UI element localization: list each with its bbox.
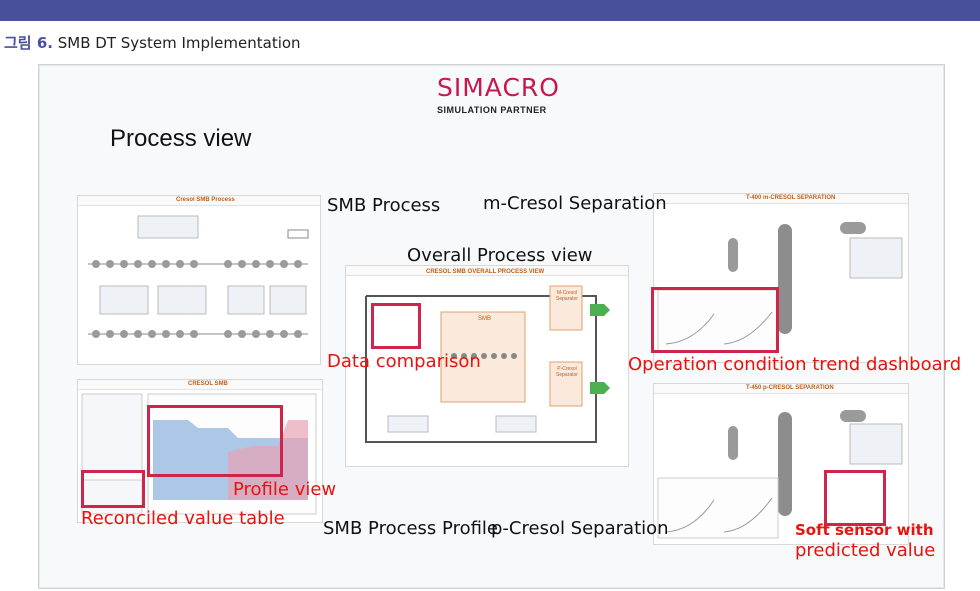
smb-block-label: SMB <box>478 316 492 322</box>
brand-tagline: SIMULATION PARTNER <box>437 105 547 115</box>
reconciled-table-highlight <box>81 470 145 508</box>
label-smb-process: SMB Process <box>327 195 441 216</box>
thumbnail-title: T-400 m-CRESOL SEPARATION <box>746 195 836 201</box>
overall-process-thumbnail: CRESOL SMB OVERALL PROCESS VIEW SMB M-Cr… <box>345 265 629 467</box>
trend-dashboard-highlight <box>651 287 779 353</box>
profile-chart-diagram <box>81 393 317 515</box>
thumbnail-title: Cresol SMB Process <box>176 197 235 203</box>
top-banner <box>0 0 980 21</box>
label-overall-process: Overall Process view <box>407 245 593 266</box>
label-m-cresol: m-Cresol Separation <box>483 193 667 214</box>
annotation-reconciled-table: Reconciled value table <box>81 508 285 529</box>
annotation-soft-sensor-line2: predicted value <box>795 540 936 561</box>
annotation-operation-trend: Operation condition trend dashboard <box>628 354 962 375</box>
thumbnail-header <box>78 196 320 206</box>
annotation-profile-view: Profile view <box>233 479 337 500</box>
p-cresol-block-label: P-Cresol Separator <box>556 366 578 378</box>
overall-process-diagram <box>365 285 610 443</box>
thumbnail-header <box>346 266 628 276</box>
soft-sensor-highlight <box>824 470 886 526</box>
figure-number: 그림 6. <box>4 34 53 52</box>
brand-logo: SIMACRO <box>437 73 560 102</box>
annotation-data-comparison: Data comparison <box>327 351 481 372</box>
slide-heading: Process view <box>110 125 252 152</box>
p-cresol-diagram <box>657 410 903 539</box>
figure-caption: 그림 6. SMB DT System Implementation <box>4 32 301 53</box>
annotation-soft-sensor-line1: Soft sensor with <box>795 521 934 539</box>
m-cresol-block-label: M-Cresol Separator <box>556 290 578 302</box>
thumbnail-header <box>78 380 322 390</box>
slide: SIMACRO SIMULATION PARTNER Process view … <box>38 64 961 589</box>
label-smb-profile: SMB Process Profile <box>323 518 498 539</box>
label-p-cresol: p-Cresol Separation <box>491 518 669 539</box>
smb-process-thumbnail: Cresol SMB Process <box>77 195 321 365</box>
smb-process-diagram <box>88 215 309 338</box>
m-cresol-diagram <box>657 222 903 353</box>
thumbnail-title: T-450 p-CRESOL SEPARATION <box>746 385 834 391</box>
m-cresol-thumbnail: T-400 m-CRESOL SEPARATION <box>653 193 909 363</box>
data-comparison-highlight <box>371 303 421 349</box>
thumbnail-title: CRESOL SMB OVERALL PROCESS VIEW <box>426 269 545 275</box>
profile-view-highlight <box>147 405 283 477</box>
figure-title: SMB DT System Implementation <box>57 34 301 52</box>
thumbnail-header <box>654 384 908 394</box>
thumbnail-header <box>654 194 908 204</box>
p-cresol-thumbnail: T-450 p-CRESOL SEPARATION <box>653 383 909 545</box>
thumbnail-title: CRESOL SMB <box>188 381 228 387</box>
